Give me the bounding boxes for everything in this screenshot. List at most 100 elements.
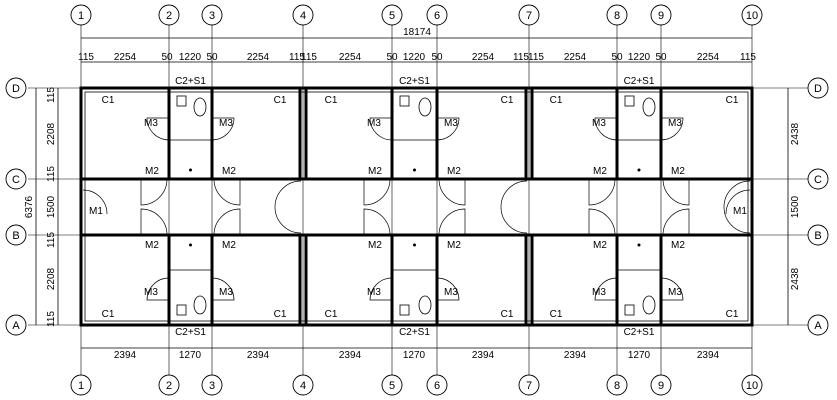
dim-right: 1500 xyxy=(790,195,801,218)
dim-bottom: 1270 xyxy=(403,350,426,361)
bathroom-pod-top xyxy=(390,86,439,181)
axis-label-bottom: 6 xyxy=(434,380,440,392)
label-c2s1-bottom: C2+S1 xyxy=(175,327,206,338)
dim-top-small: 50 xyxy=(611,52,623,63)
dim-top-main: 2254 xyxy=(564,52,587,63)
axis-label-right: A xyxy=(814,320,822,332)
door-m3-swing xyxy=(146,117,170,141)
axis-bubble-top-8 xyxy=(606,4,628,26)
floor-drain xyxy=(637,243,641,247)
label-m3: M3 xyxy=(144,118,158,129)
dim-top-main: 1220 xyxy=(628,52,651,63)
label-c2s1-top: C2+S1 xyxy=(624,76,655,87)
axis-label-top: 8 xyxy=(614,10,620,22)
axis-bubble-right-C xyxy=(807,168,829,190)
door-corridor-swing xyxy=(500,180,528,208)
label-m2: M2 xyxy=(222,240,236,251)
axis-label-left: A xyxy=(12,320,20,332)
toilet-fixture xyxy=(418,97,432,117)
door-corridor-swing xyxy=(500,206,528,234)
dim-top-main: 1220 xyxy=(179,52,202,63)
axis-bubble-left-C xyxy=(5,168,27,190)
door-m3-swing xyxy=(660,117,684,141)
label-m2: M2 xyxy=(671,240,685,251)
floor-drain xyxy=(637,168,641,172)
dim-right: 2438 xyxy=(790,267,801,290)
axis-bubble-bottom-5 xyxy=(381,374,403,396)
dim-left: 1500 xyxy=(46,195,57,218)
label-m3: M3 xyxy=(367,287,381,298)
door-m2-swing xyxy=(213,178,241,206)
toilet-fixture xyxy=(418,295,432,315)
axis-label-right: D xyxy=(814,83,822,95)
label-m1-east: M1 xyxy=(733,206,747,217)
floor-drain xyxy=(189,168,192,172)
dim-left: 115 xyxy=(46,87,57,103)
axis-bubble-top-10 xyxy=(741,4,763,26)
axis-label-right: C xyxy=(814,174,822,186)
door-m2-swing xyxy=(662,178,690,206)
label-m1-west: M1 xyxy=(89,206,103,217)
dim-total: 18174 xyxy=(403,27,431,38)
dim-left-total: 6376 xyxy=(24,195,35,218)
axis-label-bottom: 5 xyxy=(389,380,395,392)
sink-fixture xyxy=(399,95,410,107)
label-m3: M3 xyxy=(219,287,233,298)
axis-bubble-top-4 xyxy=(292,4,314,26)
door-m2-swing xyxy=(588,178,616,206)
dim-top-small: 115 xyxy=(301,52,317,63)
door-m2-swing xyxy=(363,178,391,206)
axis-label-bottom: 8 xyxy=(614,380,620,392)
dim-top-small: 115 xyxy=(78,52,94,63)
axis-bubble-top-1 xyxy=(70,4,92,26)
sink-fixture xyxy=(399,304,410,316)
axis-bubble-top-3 xyxy=(201,4,223,26)
bathroom-pod-bottom xyxy=(615,233,663,327)
axis-bubble-top-2 xyxy=(158,4,180,26)
dim-bottom: 2394 xyxy=(114,350,137,361)
walls xyxy=(79,86,754,327)
dim-right: 2438 xyxy=(790,122,801,145)
dim-top-small: 50 xyxy=(161,52,173,63)
label-m2: M2 xyxy=(222,166,236,177)
floor-drain xyxy=(189,243,192,247)
door-m3-swing xyxy=(369,117,393,141)
label-c1: C1 xyxy=(501,95,514,106)
label-c1: C1 xyxy=(102,95,115,106)
label-m2: M2 xyxy=(145,240,159,251)
axis-label-right: B xyxy=(814,230,821,242)
toilet-fixture xyxy=(193,295,207,315)
axis-bubble-bottom-10 xyxy=(741,374,763,396)
label-c1: C1 xyxy=(274,95,287,106)
dim-left: 115 xyxy=(46,232,57,248)
axis-label-bottom: 9 xyxy=(658,380,664,392)
label-c1: C1 xyxy=(325,309,338,320)
door-m2-swing xyxy=(213,208,241,236)
axis-label-top: 9 xyxy=(658,10,664,22)
toilet-fixture xyxy=(642,97,656,117)
door-m1-west xyxy=(82,189,108,215)
sink-fixture xyxy=(176,95,187,107)
axis-bubble-left-B xyxy=(5,224,27,246)
bathroom-pod-top xyxy=(615,86,663,181)
label-m3: M3 xyxy=(219,118,233,129)
door-m2-swing xyxy=(662,208,690,236)
dim-top-main: 2254 xyxy=(247,52,270,63)
dim-top-small: 115 xyxy=(528,52,544,63)
axis-bubble-left-A xyxy=(5,314,27,336)
axis-bubble-right-D xyxy=(807,77,829,99)
dim-top-main: 2254 xyxy=(114,52,137,63)
bathroom-pod-bottom xyxy=(167,233,214,327)
door-m3-swing xyxy=(436,117,460,141)
door-m3-swing xyxy=(369,277,393,301)
door-m2-swing xyxy=(140,178,168,206)
door-m2-swing xyxy=(140,208,168,236)
label-c1: C1 xyxy=(550,95,563,106)
axis-bubble-bottom-8 xyxy=(606,374,628,396)
label-m3: M3 xyxy=(592,287,606,298)
dim-bottom: 1270 xyxy=(179,350,202,361)
dim-bottom: 2394 xyxy=(247,350,270,361)
door-m3-swing xyxy=(594,117,618,141)
label-m3: M3 xyxy=(367,118,381,129)
axis-bubble-top-9 xyxy=(650,4,672,26)
